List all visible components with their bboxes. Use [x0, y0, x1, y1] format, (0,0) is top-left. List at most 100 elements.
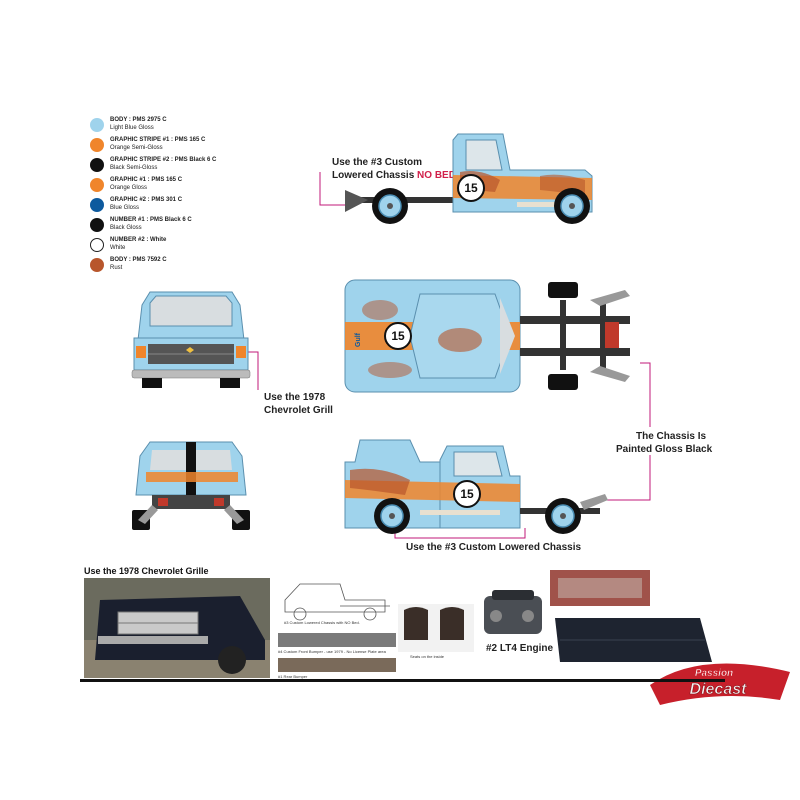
- top-frame-crossmember: [600, 300, 606, 370]
- color-swatch: [90, 178, 104, 192]
- legend-title: BODY : PMS 7592 C: [110, 257, 167, 263]
- top-windshield: [500, 298, 515, 374]
- drawing-wheel: [293, 607, 307, 621]
- callout-line: Use the 1978: [264, 392, 326, 403]
- leader-line-grill: [245, 351, 259, 390]
- number-roundel: [453, 480, 481, 508]
- tail-lights: [605, 322, 619, 348]
- sponsor-decals: [517, 202, 572, 207]
- legend-sub: Orange Semi-Gloss: [110, 145, 163, 151]
- rear-bumper-caption: #1 Rear Bumper: [278, 674, 308, 679]
- top-frame-rail: [520, 348, 630, 356]
- callout-lowered-chassis: Use the #3 Custom Lowered Chassis: [406, 542, 582, 553]
- legend-item-stripe-2: GRAPHIC STRIPE #2 : PMS Black 6 C Black S…: [90, 156, 260, 176]
- truck-number: 15: [460, 487, 474, 501]
- headlight-left: [136, 346, 146, 358]
- legend-title: GRAPHIC STRIPE #1 : PMS 165 C: [110, 137, 206, 143]
- windshield: [149, 295, 233, 327]
- legend-sub: Black Gloss: [110, 225, 142, 231]
- color-swatch: [90, 258, 104, 272]
- sponsor-logo: Gulf: [355, 332, 362, 347]
- leader-line-no-bed: [319, 172, 345, 206]
- grille-photo-caption: Use the 1978 Chevrolet Grille: [84, 566, 209, 576]
- legend-title: NUMBER #2 : White: [110, 237, 167, 243]
- seats-thumb: [398, 604, 474, 652]
- truck-rear-view: [132, 441, 250, 530]
- exhaust-pipe: [590, 366, 630, 382]
- engine-pulley: [522, 610, 534, 622]
- tail-light-right: [214, 498, 224, 506]
- front-bumper-thumb: [278, 633, 396, 647]
- headlight-right: [236, 346, 246, 358]
- logo-text-passion: Passion: [695, 668, 733, 679]
- leader-line-lowered: [394, 528, 526, 539]
- drawing-outline: [284, 583, 386, 613]
- tail-light-left: [158, 498, 168, 506]
- number-roundel: [457, 174, 485, 202]
- color-swatch: [90, 118, 104, 132]
- truck-front-view: [131, 291, 251, 388]
- legend-sub: White: [110, 245, 126, 251]
- legend-title: GRAPHIC #2 : PMS 301 C: [110, 197, 183, 203]
- passion-diecast-logo: Passion Diecast Miniatures: [650, 663, 790, 706]
- hub-icon: [389, 513, 395, 519]
- engine-thumb: [484, 590, 542, 634]
- bowtie-emblem-icon: [186, 347, 194, 353]
- sponsor-decals: [420, 510, 500, 515]
- bottom-divider: [80, 679, 725, 682]
- legend-title: GRAPHIC #1 : PMS 165 C: [110, 177, 183, 183]
- top-number-roundel: [384, 322, 412, 350]
- legend-item-number-1: NUMBER #1 : PMS Black 6 C Black Gloss: [90, 216, 260, 236]
- color-swatch: [90, 198, 104, 212]
- side-window: [453, 451, 503, 477]
- exhaust-pipe: [590, 290, 630, 306]
- color-swatch: [90, 138, 104, 152]
- color-swatch: [90, 218, 104, 232]
- exhaust-pipe: [345, 190, 368, 212]
- engine-intake: [492, 590, 534, 600]
- tailgate-panel: [558, 578, 642, 598]
- callout-painted-chassis: The Chassis Is Painted Gloss Black: [616, 430, 712, 456]
- drawing-wheel: [363, 607, 377, 621]
- logo-swoosh: [650, 663, 790, 705]
- front-bumper: [131, 369, 251, 379]
- callout-line: Lowered Chassis NO BED: [332, 169, 456, 182]
- callout-text: Lowered Chassis: [332, 170, 415, 181]
- legend-item-graphic-2: GRAPHIC #2 : PMS 301 C Blue Gloss: [90, 196, 260, 216]
- legend-sub: Black Semi-Gloss: [110, 165, 158, 171]
- legend-sub: Rust: [110, 265, 123, 271]
- side-window: [465, 139, 503, 171]
- front-bumper-caption: #4 Custom Front Bumper - use 1979 - No L…: [278, 649, 386, 654]
- engine-block: [484, 596, 542, 634]
- legend-sub: Blue Gloss: [110, 205, 140, 211]
- chassis-line-drawing: [284, 583, 390, 621]
- rear-orange-stripe: [146, 472, 238, 482]
- chassis-drawing-caption: #3 Custom Lowered Chassis with NO Bed.: [284, 620, 360, 625]
- logo-text-miniatures: Miniatures: [728, 700, 756, 706]
- seats-caption: Seats on the inside: [410, 654, 445, 659]
- truck-side-view-bottom: [344, 439, 608, 534]
- rear-bumper-thumb: [278, 658, 396, 672]
- leader-line-painted-2: [600, 455, 651, 501]
- callout-line: Chevrolet Grill: [264, 405, 333, 416]
- legend-item-stripe-1: GRAPHIC STRIPE #1 : PMS 165 C Orange Semi…: [90, 136, 260, 156]
- callout-1978-grill: Use the 1978 Chevrolet Grill: [264, 391, 333, 417]
- legend-title: NUMBER #1 : PMS Black 6 C: [110, 217, 192, 223]
- seat-right: [440, 607, 464, 640]
- top-rear-tire: [548, 374, 578, 390]
- logo-text-diecast: Diecast: [690, 681, 748, 698]
- front-tire-right: [220, 378, 240, 388]
- grille-reference-photo: [84, 578, 270, 678]
- color-swatch: [90, 238, 104, 252]
- legend-item-rust: BODY : PMS 7592 C Rust: [90, 256, 260, 276]
- truck-top-view: [344, 279, 630, 393]
- legend-title: GRAPHIC STRIPE #2 : PMS Black 6 C: [110, 157, 217, 163]
- callout-highlight: NO BED: [417, 170, 456, 181]
- rust-patch: [350, 468, 410, 495]
- exhaust-pipe: [138, 505, 158, 524]
- photo-tire: [218, 646, 246, 674]
- truck-number: 15: [464, 181, 478, 195]
- rust-patch: [362, 300, 398, 320]
